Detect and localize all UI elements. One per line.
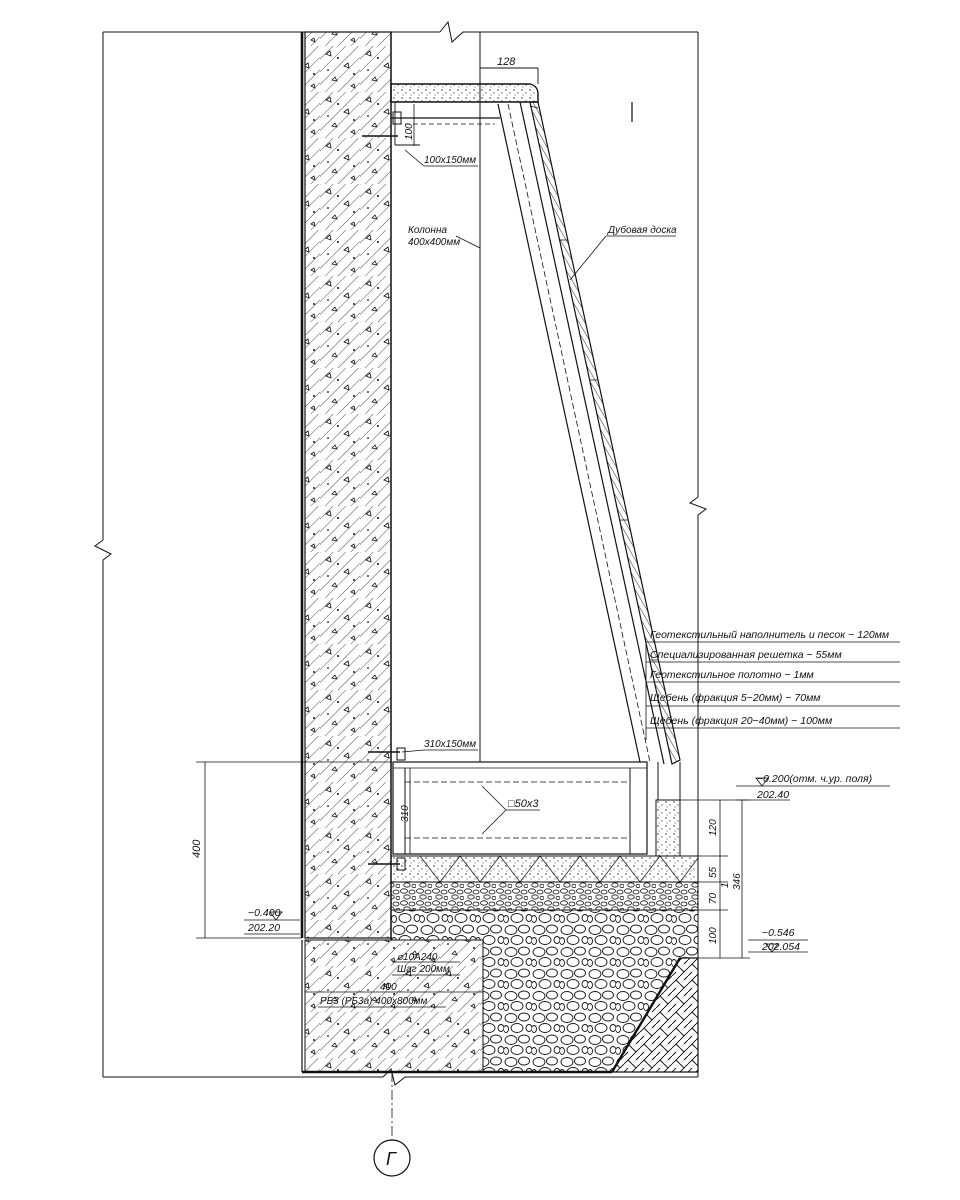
elevation-bottom-right-2: 202.054: [761, 941, 800, 953]
square-tube-label: □50x3: [508, 798, 539, 810]
rebar-label: ⌀10А240: [397, 952, 438, 963]
top-cap: [362, 83, 539, 146]
dim-400-vertical-text: 400: [191, 839, 203, 858]
dim-120-text: 120: [708, 819, 719, 836]
column-label: Колонна: [408, 225, 447, 236]
axis-label: Г: [386, 1149, 397, 1169]
layer-callout-1: Геотекстильный наполнитель и песок − 120…: [650, 629, 889, 641]
dim-70-text: 70: [708, 892, 719, 904]
layer-callouts: Геотекстильный наполнитель и песок − 120…: [645, 629, 900, 740]
dim-400-horizontal-text: 400: [380, 982, 397, 993]
left-dimension-400: 400: [191, 761, 392, 939]
concrete-wall: [300, 31, 392, 939]
elevation-bottom-right-1: −0.546: [762, 927, 795, 939]
dim-1-text: 1: [720, 882, 731, 888]
layer-callout-4: Щебень (фракция 5−20мм) − 70мм: [650, 692, 820, 704]
dim-100b-text: 100: [708, 927, 719, 944]
dim-346-text: 346: [732, 873, 743, 890]
layer-callout-5: Щебень (фракция 20−40мм) − 100мм: [650, 715, 832, 727]
layer-callout-2: Специализированная решетка − 55мм: [650, 649, 842, 661]
oak-board-label: Дубовая доска: [607, 224, 677, 236]
column-size-label: 400x400мм: [408, 237, 460, 248]
dim-100-text: 100: [404, 123, 415, 140]
sand-and-grid-layer: [390, 855, 699, 883]
right-dimension-chain: 120 55 1 70 100 346: [680, 799, 750, 959]
oak-board-facing: [497, 101, 681, 857]
dim-55-text: 55: [708, 866, 719, 878]
elevation-mark-bottom-right: −0.546 202.054: [748, 927, 808, 953]
dim-128: 128: [480, 56, 539, 84]
layer-callout-3: Геотекстильное полотно − 1мм: [650, 669, 814, 681]
elevation-top-right-1: −0.200(отм. ч.ур. поля): [757, 773, 872, 785]
dim-128-text: 128: [497, 56, 516, 68]
base-frame: [368, 747, 648, 871]
dim-310-text: 310: [400, 805, 411, 822]
rebar-step-label: Шаг 200мм: [397, 964, 450, 975]
elevation-top-right-2: 202.40: [756, 789, 789, 801]
beam-label: РБ3 (РБ3а) 400x800мм: [320, 996, 427, 1007]
soil-slope-line: [610, 957, 682, 1073]
profile-top-label: 100x150мм: [424, 155, 476, 166]
gravel-fill: [390, 881, 699, 1073]
elevation-left-2: 202.20: [247, 922, 280, 934]
axis-marker: Г: [373, 1072, 411, 1177]
elevation-left-1: −0.400: [248, 907, 281, 919]
profile-bottom-label: 310x150мм: [424, 739, 476, 750]
elevation-mark-left: −0.400 202.20: [244, 907, 300, 935]
elevation-mark-top-right: −0.200(отм. ч.ур. поля) 202.40: [736, 773, 890, 801]
